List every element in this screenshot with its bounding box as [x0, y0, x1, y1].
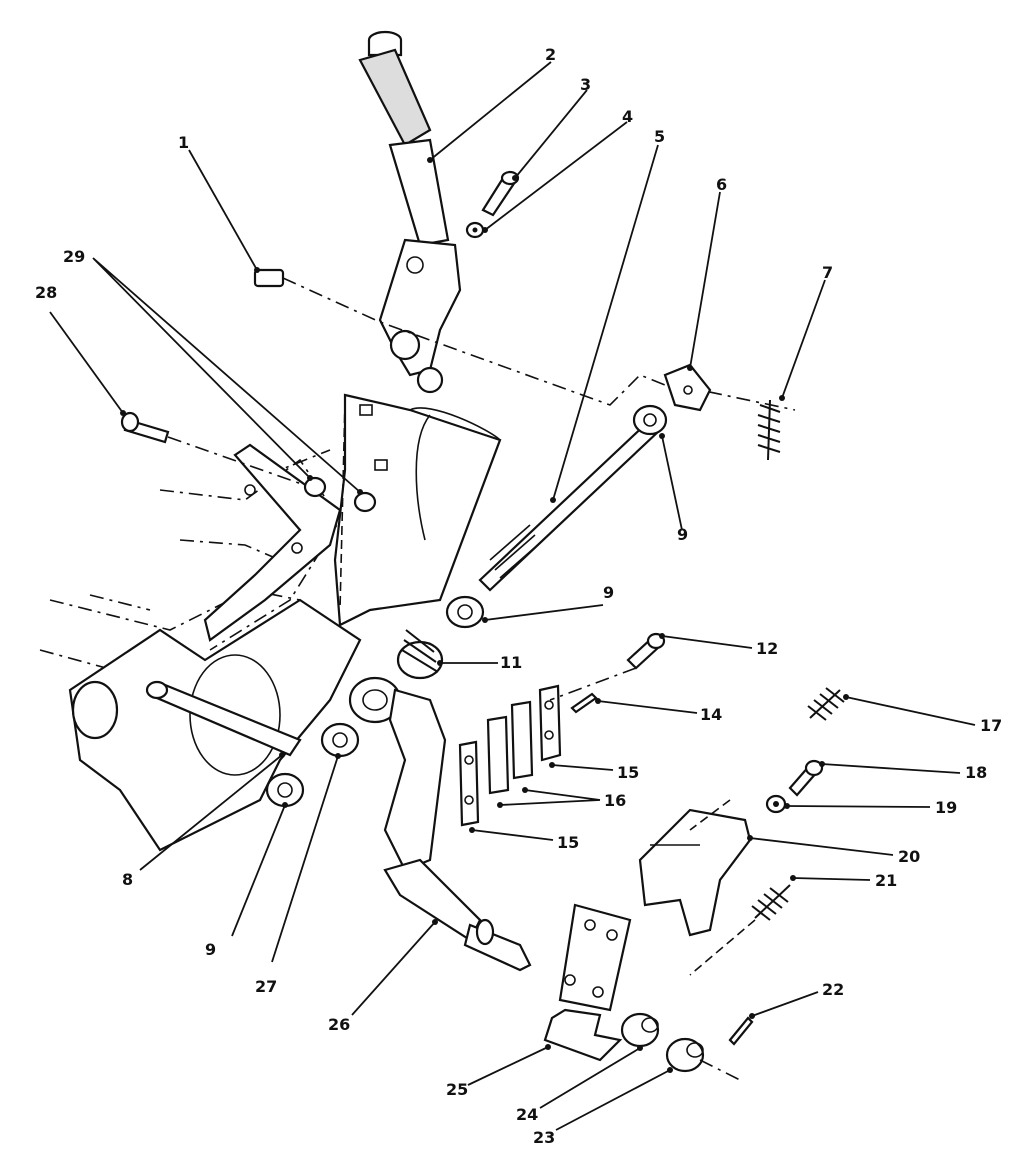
washer-4 [465, 221, 485, 239]
bolt-12 [549, 632, 666, 701]
plate-16-b [486, 715, 510, 795]
callout-21: 21 [875, 871, 897, 890]
bushing-24 [620, 1012, 660, 1048]
nut-9-middle [445, 595, 485, 629]
washer-19 [765, 794, 787, 814]
pin-14 [570, 692, 598, 714]
plate-16-a [510, 700, 534, 780]
spring-7 [757, 399, 781, 461]
nut-29-a [303, 476, 327, 498]
callout-labels: 1 2 3 4 5 6 7 9 9 9 8 11 12 14 15 15 16 … [35, 45, 1002, 1147]
callout-9-upper: 9 [677, 525, 688, 544]
callout-6: 6 [716, 175, 727, 194]
mounting-plate [333, 393, 502, 627]
callout-9-lower: 9 [205, 940, 216, 959]
nut-29-b [353, 491, 377, 513]
screw-28 [120, 411, 311, 488]
hand-lever [358, 30, 462, 394]
callout-8: 8 [122, 870, 133, 889]
callout-20: 20 [898, 847, 920, 866]
plate-15-lower [458, 740, 480, 827]
callout-23: 23 [533, 1128, 555, 1147]
callout-15-upper: 15 [617, 763, 639, 782]
spring-17 [807, 687, 845, 721]
spring-11 [396, 629, 444, 680]
callout-24: 24 [516, 1105, 538, 1124]
callout-4: 4 [622, 107, 633, 126]
nut-9-lower [265, 772, 305, 808]
spring-21 [689, 884, 791, 976]
callout-5: 5 [654, 127, 665, 146]
pedal-arm-26 [348, 676, 532, 972]
callout-2: 2 [545, 45, 556, 64]
callout-28: 28 [35, 283, 57, 302]
callout-9-middle: 9 [603, 583, 614, 602]
callout-16: 16 [604, 791, 626, 810]
shaft-8 [145, 680, 302, 757]
callout-26: 26 [328, 1015, 350, 1034]
callout-27: 27 [255, 977, 277, 996]
pivot-bolt [253, 268, 796, 411]
nut-27 [320, 722, 360, 758]
callout-19: 19 [935, 798, 957, 817]
callout-12: 12 [756, 639, 778, 658]
callout-29: 29 [63, 247, 85, 266]
bolt-18 [788, 759, 824, 797]
callout-25: 25 [446, 1080, 468, 1099]
pin-22 [728, 1016, 754, 1046]
plate-15-upper [538, 684, 562, 762]
callout-17: 17 [980, 716, 1002, 735]
screw-3 [481, 170, 520, 217]
nut-9-upper [632, 404, 668, 436]
callout-22: 22 [822, 980, 844, 999]
callout-18: 18 [965, 763, 987, 782]
callout-1: 1 [178, 133, 189, 152]
callout-7: 7 [822, 263, 833, 282]
leader-lines [49, 61, 976, 1131]
bushing-23 [665, 1037, 741, 1081]
callout-3: 3 [580, 75, 591, 94]
chassis-frame [39, 443, 362, 852]
callout-11: 11 [500, 653, 522, 672]
cover-20 [638, 799, 752, 937]
callout-15-lower: 15 [557, 833, 579, 852]
clevis-6 [663, 363, 712, 412]
pedal-pad-25 [543, 903, 632, 1062]
callout-14: 14 [700, 705, 722, 724]
